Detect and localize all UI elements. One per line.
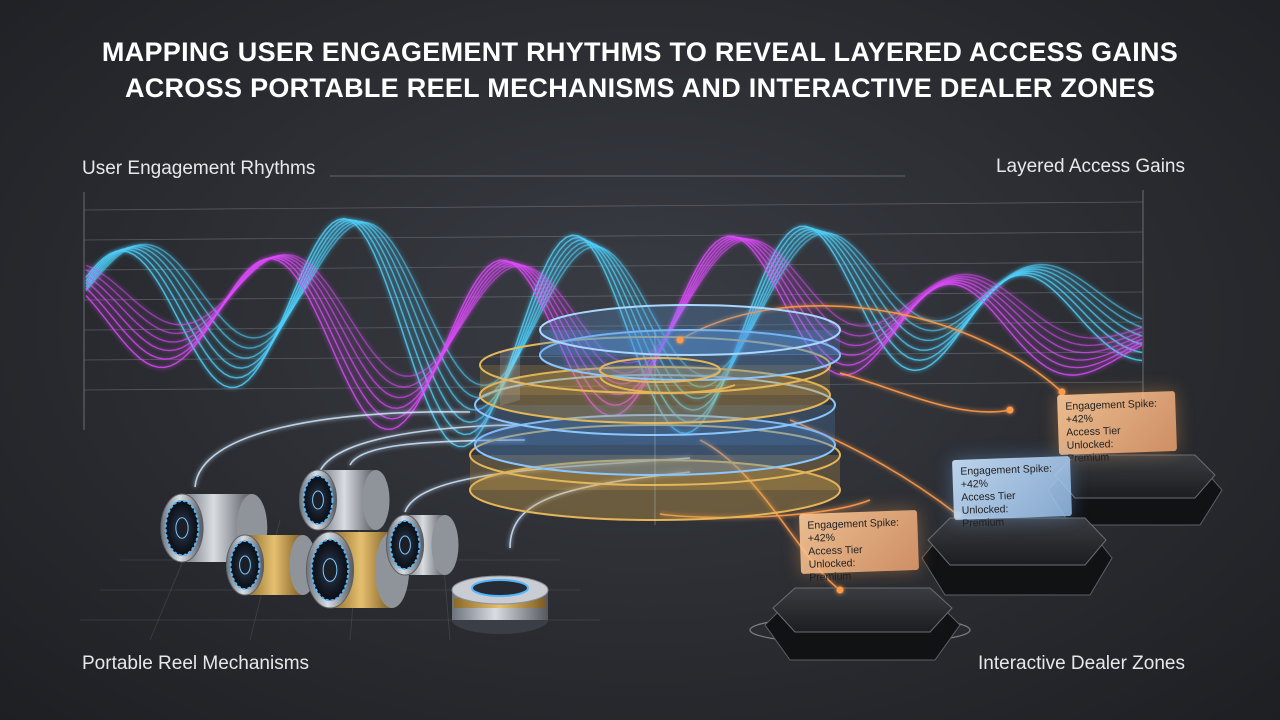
spiral-hub-icon xyxy=(469,304,841,525)
cyan-wave-line xyxy=(85,221,1143,387)
reel-mechanism-icon xyxy=(298,469,390,531)
dealer-card-top: Engagement Spike: +42% Access Tier Unloc… xyxy=(1056,390,1178,465)
label-portable-reel-mechanisms: Portable Reel Mechanisms xyxy=(82,653,310,674)
card-tier-text: Access Tier Unlocked: xyxy=(1066,424,1121,452)
reel-mechanism-icon xyxy=(385,514,459,576)
reel-mechanism-icon xyxy=(451,575,549,634)
dealer-pedestal-icon xyxy=(749,587,971,661)
card-tier-text: Access Tier Unlocked: xyxy=(808,543,863,571)
card-spike-text: Engagement Spike: +42% xyxy=(960,462,1053,491)
label-interactive-dealer-zones: Interactive Dealer Zones xyxy=(978,653,1185,674)
cyan-wave-line xyxy=(85,220,1143,399)
dealer-card-bottom: Engagement Spike: +42% Access Tier Unloc… xyxy=(798,509,920,584)
reel-connectors xyxy=(194,411,691,549)
magenta-wave-line xyxy=(85,238,1143,388)
reel-mechanism-group xyxy=(160,469,549,634)
cyan-wave-line xyxy=(85,220,1143,411)
title-line-2: ACROSS PORTABLE REEL MECHANISMS AND INTE… xyxy=(124,73,1156,103)
card-spike-text: Engagement Spike: +42% xyxy=(807,516,900,545)
card-tier-text: Access Tier Unlocked: xyxy=(961,489,1016,517)
magenta-wave-line xyxy=(85,237,1143,399)
dealer-connectors xyxy=(659,305,1063,591)
card-spike-text: Engagement Spike: +42% xyxy=(1065,397,1158,426)
title-line-1: MAPPING USER ENGAGEMENT RHYTHMS TO REVEA… xyxy=(101,37,1179,67)
dealer-card-middle: Engagement Spike: +42% Access Tier Unloc… xyxy=(951,455,1073,530)
engagement-waves xyxy=(85,217,1143,448)
cyan-wave-line xyxy=(85,219,1143,424)
reel-mechanism-icon xyxy=(225,534,317,596)
reel-mechanism-icon xyxy=(305,531,410,609)
cyan-wave-line xyxy=(85,217,1143,448)
dealer-pedestal-icon xyxy=(921,517,1113,596)
dealer-pedestal-group xyxy=(676,336,1223,661)
label-user-engagement-rhythms: User Engagement Rhythms xyxy=(82,158,316,179)
page-title: MAPPING USER ENGAGEMENT RHYTHMS TO REVEA… xyxy=(0,34,1280,106)
label-layered-access-gains: Layered Access Gains xyxy=(995,156,1185,177)
